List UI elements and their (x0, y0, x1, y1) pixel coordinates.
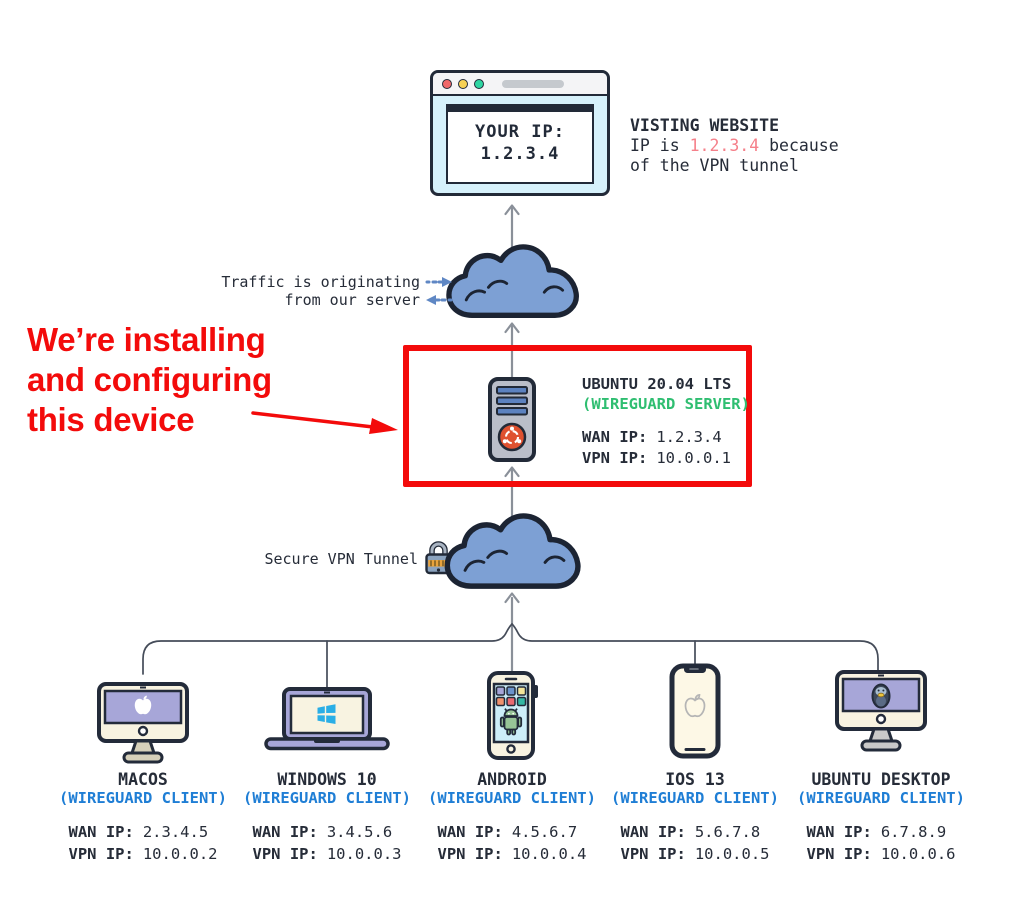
vpn-label: VPN IP: (68, 844, 134, 863)
iphone-apple-icon (669, 663, 721, 759)
server-os-label: UBUNTU 20.04 LTS (582, 375, 732, 393)
server-vpn-value: 10.0.0.1 (656, 449, 731, 467)
client-wan-row: WAN IP: 5.6.7.8 (621, 822, 770, 844)
client-vpn-row: VPN IP: 10.0.0.2 (69, 844, 218, 866)
browser-titlebar (433, 73, 607, 96)
client-role: (WIREGUARD CLIENT) (611, 789, 779, 807)
window-zoom-dot-icon (474, 78, 484, 89)
tux-penguin-icon (871, 683, 891, 709)
visiting-website-line3: of the VPN tunnel (630, 156, 799, 175)
windows-logo-icon (317, 704, 336, 724)
webpage-screen: YOUR IP: 1.2.3.4 (446, 104, 594, 184)
server-info: UBUNTU 20.04 LTS (WIREGUARD SERVER) WAN … (582, 374, 750, 469)
laptop-windows-icon (264, 687, 390, 751)
wan-value: 6.7.8.9 (880, 823, 947, 841)
dashed-arrow-right-icon (425, 277, 452, 287)
visiting-ip-suffix: because (759, 136, 839, 155)
wan-label: WAN IP: (437, 823, 503, 841)
wan-value: 3.4.5.6 (326, 823, 393, 841)
vpn-value: 10.0.0.4 (511, 844, 587, 863)
client-name: MACOS (118, 770, 168, 789)
vpn-value: 10.0.0.5 (694, 844, 770, 863)
vpn-label: VPN IP: (806, 844, 872, 863)
client-column-macos: MACOS (WIREGUARD CLIENT) WAN IP:2.3.4.5 … (43, 770, 243, 865)
server-tower-ubuntu-icon (488, 377, 536, 462)
phone-android-icon (487, 671, 538, 760)
address-bar-placeholder (502, 79, 564, 88)
desktop-tux-icon (835, 670, 927, 752)
client-role: (WIREGUARD CLIENT) (428, 789, 596, 807)
highlight-box (403, 345, 752, 487)
android-robot-icon (499, 708, 523, 736)
cloud-icon (445, 244, 580, 323)
wan-label: WAN IP: (806, 823, 872, 841)
client-role: (WIREGUARD CLIENT) (243, 789, 411, 807)
server-vpn-ip-row: VPN IP: 10.0.0.1 (582, 448, 750, 469)
window-close-dot-icon (442, 78, 452, 89)
client-vpn-row: VPN IP: 10.0.0.5 (621, 844, 770, 866)
vpn-label: VPN IP: (620, 844, 686, 863)
client-name: ANDROID (477, 770, 547, 789)
client-role: (WIREGUARD CLIENT) (797, 789, 965, 807)
client-column-android: ANDROID (WIREGUARD CLIENT) WAN IP: 4.5.6.… (412, 770, 612, 865)
dashed-arrow-left-icon (426, 295, 453, 305)
apple-logo-icon (134, 695, 152, 715)
client-column-ubuntu: UBUNTU DESKTOP (WIREGUARD CLIENT) WAN IP… (781, 770, 981, 865)
vpn-label: VPN IP: (437, 844, 503, 863)
server-role-label: (WIREGUARD SERVER) (582, 395, 750, 413)
wan-label: WAN IP: (620, 823, 686, 841)
vpn-value: 10.0.0.2 (142, 844, 218, 863)
red-pointer-arrow-icon (251, 411, 398, 434)
visiting-ip-prefix: IP is (630, 136, 690, 155)
visiting-website-title: VISTING WEBSITE (630, 116, 780, 135)
window-minimize-dot-icon (458, 78, 468, 89)
vpn-label: VPN IP: (252, 844, 318, 863)
wan-value: 2.3.4.5 (142, 823, 209, 841)
client-vpn-row: VPN IP: 10.0.0.3 (253, 844, 402, 866)
server-wan-label: WAN IP: (582, 428, 648, 446)
installing-annotation: We’re installing and configuring this de… (27, 320, 272, 440)
client-column-ios: IOS 13 (WIREGUARD CLIENT) WAN IP: 5.6.7.8… (595, 770, 795, 865)
server-vpn-label: VPN IP: (582, 449, 648, 467)
annotation-line1: We’re installing (27, 321, 266, 358)
imac-apple-icon (97, 682, 189, 764)
client-wan-row: WAN IP: 4.5.6.7 (438, 822, 587, 844)
traffic-line2: from our server (284, 291, 420, 309)
wan-value: 5.6.7.8 (694, 823, 761, 841)
your-ip-value: 1.2.3.4 (480, 144, 560, 164)
vpn-value: 10.0.0.3 (326, 844, 402, 863)
cloud-icon (443, 513, 582, 594)
browser-window-icon: YOUR IP: 1.2.3.4 (430, 70, 610, 196)
traffic-origin-label: Traffic is originating from our server (190, 273, 420, 309)
client-wan-row: WAN IP: 2.3.4.5 (69, 822, 218, 844)
annotation-line2: and configuring (27, 361, 272, 398)
vpn-value: 10.0.0.6 (880, 844, 956, 863)
apple-logo-outline-icon (684, 694, 706, 718)
visiting-website-note: VISTING WEBSITE IP is 1.2.3.4 because of… (630, 116, 839, 176)
traffic-line1: Traffic is originating (221, 273, 420, 291)
client-column-windows: WINDOWS 10 (WIREGUARD CLIENT) WAN IP: 3.4… (227, 770, 427, 865)
webpage-header-strip (448, 106, 592, 112)
visiting-ip-value: 1.2.3.4 (689, 136, 760, 155)
secure-tunnel-label: Secure VPN Tunnel (264, 550, 418, 568)
client-name: WINDOWS 10 (277, 770, 377, 789)
client-wan-row: WAN IP: 3.4.5.6 (253, 822, 402, 844)
wan-value: 4.5.6.7 (511, 823, 578, 841)
wan-label: WAN IP: (68, 823, 134, 841)
your-ip-label: YOUR IP: (475, 122, 565, 142)
visiting-website-line2: IP is 1.2.3.4 because (630, 136, 839, 156)
client-name: UBUNTU DESKTOP (811, 770, 951, 789)
client-vpn-row: VPN IP: 10.0.0.4 (438, 844, 587, 866)
client-wan-row: WAN IP: 6.7.8.9 (807, 822, 956, 844)
client-role: (WIREGUARD CLIENT) (59, 789, 227, 807)
client-name: IOS 13 (665, 770, 725, 789)
client-vpn-row: VPN IP: 10.0.0.6 (807, 844, 956, 866)
wan-label: WAN IP: (252, 823, 318, 841)
server-wan-ip-row: WAN IP: 1.2.3.4 (582, 427, 750, 448)
annotation-line3: this device (27, 401, 195, 438)
server-wan-value: 1.2.3.4 (656, 428, 722, 446)
